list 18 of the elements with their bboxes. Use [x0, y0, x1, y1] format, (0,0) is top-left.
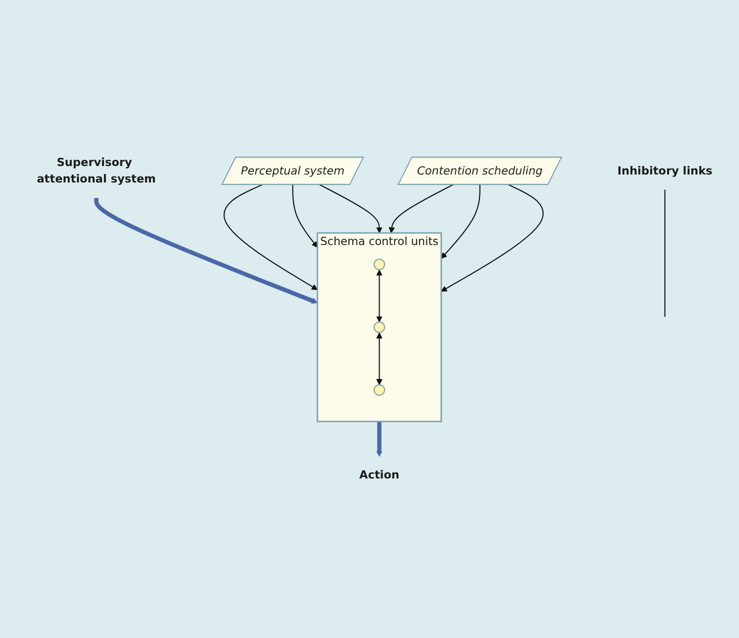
arrow [388, 184, 454, 234]
connector [664, 190, 666, 317]
arrow [318, 184, 382, 234]
arrow [94, 198, 318, 304]
arrow [376, 332, 382, 386]
arrow [224, 184, 318, 290]
node-text: Action [359, 468, 400, 482]
cluster: Schema control units [316, 232, 442, 422]
node-circle [374, 258, 386, 270]
arrow [292, 184, 318, 248]
arrow [376, 270, 382, 322]
arrow [440, 184, 544, 292]
arrow [376, 422, 382, 457]
arrow [440, 184, 480, 259]
node-text: Inhibitory links [617, 164, 712, 178]
node-circle [374, 384, 386, 396]
node-circle [374, 322, 386, 334]
node-text: Supervisory attentional system [36, 156, 156, 186]
